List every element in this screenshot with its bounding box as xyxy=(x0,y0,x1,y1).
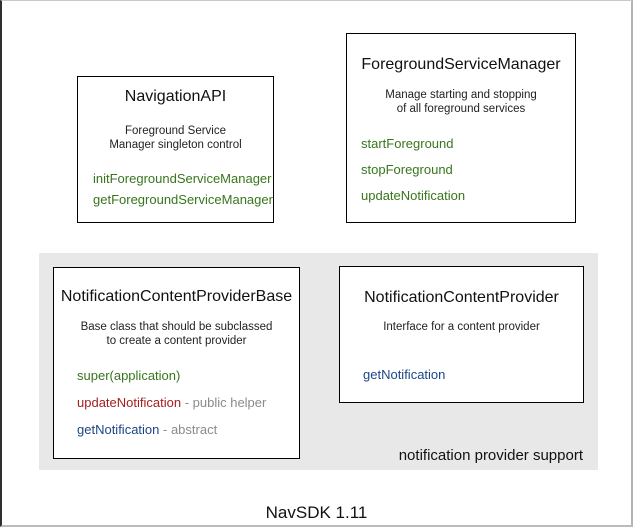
method-name: updateNotification xyxy=(361,188,466,203)
method-item: stopForeground xyxy=(361,162,575,177)
method-item: super(application) xyxy=(77,368,299,383)
method-list: startForeground stopForeground updateNot… xyxy=(347,136,575,203)
class-title: NotificationContentProviderBase xyxy=(60,288,293,305)
class-description: Interface for a content provider xyxy=(340,320,583,334)
class-description-line: Foreground Service xyxy=(125,125,226,137)
method-list: super(application) updateNotification - … xyxy=(54,368,299,437)
method-name: stopForeground xyxy=(361,162,453,177)
class-title: NotificationContentProvider xyxy=(364,289,559,306)
class-box-navigation-api: NavigationAPI Foreground Service Manager… xyxy=(77,76,274,223)
class-box-notification-content-provider-base: NotificationContentProviderBase Base cla… xyxy=(53,267,300,459)
method-item: getForegroundServiceManager xyxy=(93,192,273,207)
method-item: updateNotification - public helper xyxy=(77,395,299,410)
method-item: getNotification - abstract xyxy=(77,422,299,437)
method-name: getNotification xyxy=(77,422,160,437)
class-box-notification-content-provider: NotificationContentProvider Interface fo… xyxy=(339,266,584,403)
method-list: getNotification xyxy=(340,367,583,382)
class-description-line: Manage starting and stopping xyxy=(385,89,537,101)
class-title: NavigationAPI xyxy=(124,88,227,105)
class-box-foreground-service-manager: ForegroundServiceManager Manage starting… xyxy=(346,33,576,223)
method-item: getNotification xyxy=(363,367,583,382)
class-description-line: Base class that should be subclassed xyxy=(80,321,273,333)
method-name: getForegroundServiceManager xyxy=(93,192,273,207)
class-description: Base class that should be subclassed to … xyxy=(54,320,299,348)
class-description: Foreground Service Manager singleton con… xyxy=(78,124,273,152)
method-name: initForegroundServiceManager xyxy=(93,171,272,186)
class-title: ForegroundServiceManager xyxy=(361,56,561,73)
method-name: startForeground xyxy=(361,136,454,151)
method-item: startForeground xyxy=(361,136,575,151)
class-description-line: to create a content provider xyxy=(106,335,247,347)
class-description-line: Manager singleton control xyxy=(109,139,242,151)
method-item: updateNotification xyxy=(361,188,575,203)
class-description: Manage starting and stopping of all fore… xyxy=(347,88,575,116)
method-name: super(application) xyxy=(77,368,181,383)
class-description-line: of all foreground services xyxy=(396,103,526,115)
method-annotation: - public helper xyxy=(181,395,267,410)
method-item: initForegroundServiceManager xyxy=(93,171,273,186)
method-list: initForegroundServiceManager getForegrou… xyxy=(78,171,273,207)
caption-navsdk-version: NavSDK 1.11 xyxy=(265,503,368,522)
class-description-line: Interface for a content provider xyxy=(383,321,540,333)
panel-label: notification provider support xyxy=(398,447,583,464)
method-name: updateNotification xyxy=(77,395,182,410)
method-name: getNotification xyxy=(363,367,446,382)
method-annotation: - abstract xyxy=(159,422,218,437)
